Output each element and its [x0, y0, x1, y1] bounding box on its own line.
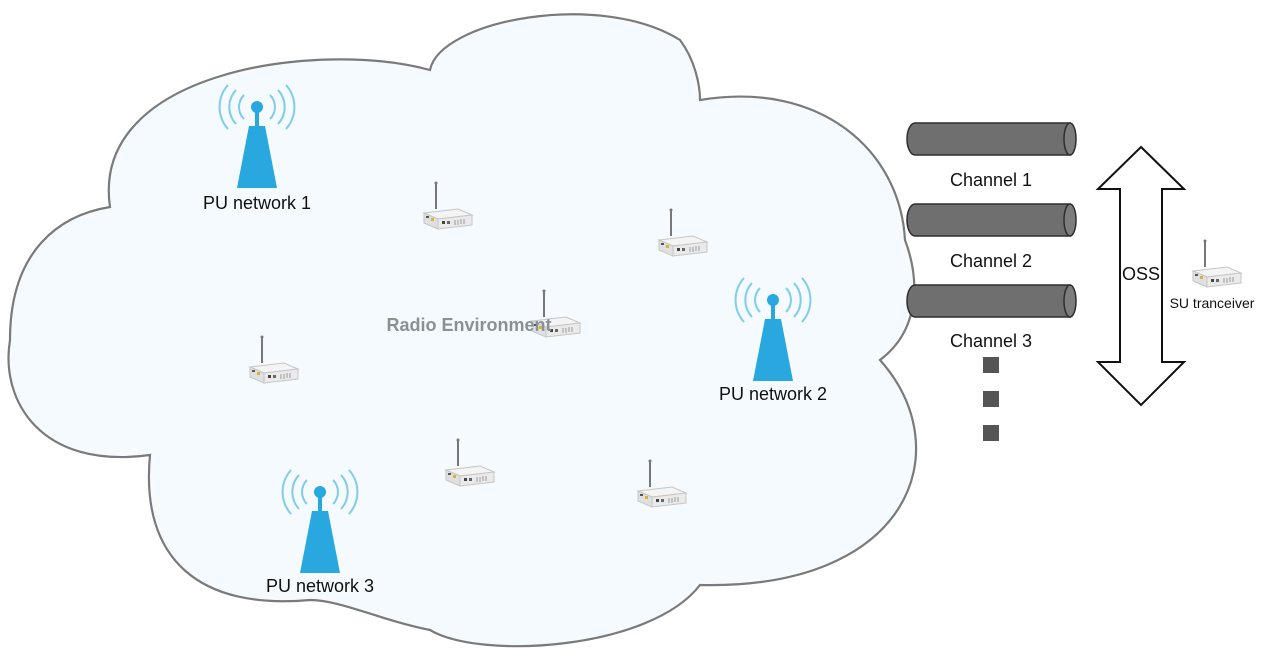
channel-3-pipe [906, 284, 1077, 318]
oss-label: OSS [1122, 264, 1160, 284]
cloud-label: Radio Environment [386, 315, 551, 335]
pu-network-1-label: PU network 1 [203, 193, 311, 213]
channel-2-label: Channel 2 [950, 251, 1032, 271]
channel-1-pipe [906, 122, 1077, 156]
radio-environment-cloud [7, 13, 918, 648]
channel-3-label: Channel 3 [950, 331, 1032, 351]
su-transceiver-label: SU tranceiver [1170, 295, 1255, 311]
channel-1-label: Channel 1 [950, 170, 1032, 190]
pu-network-3-label: PU network 3 [266, 576, 374, 596]
wireless-router-icon [1192, 238, 1242, 288]
pu-network-2-label: PU network 2 [719, 384, 827, 404]
channel-2-pipe [906, 203, 1077, 237]
more-channels-marker [983, 357, 999, 441]
oss-double-arrow [1095, 145, 1187, 407]
